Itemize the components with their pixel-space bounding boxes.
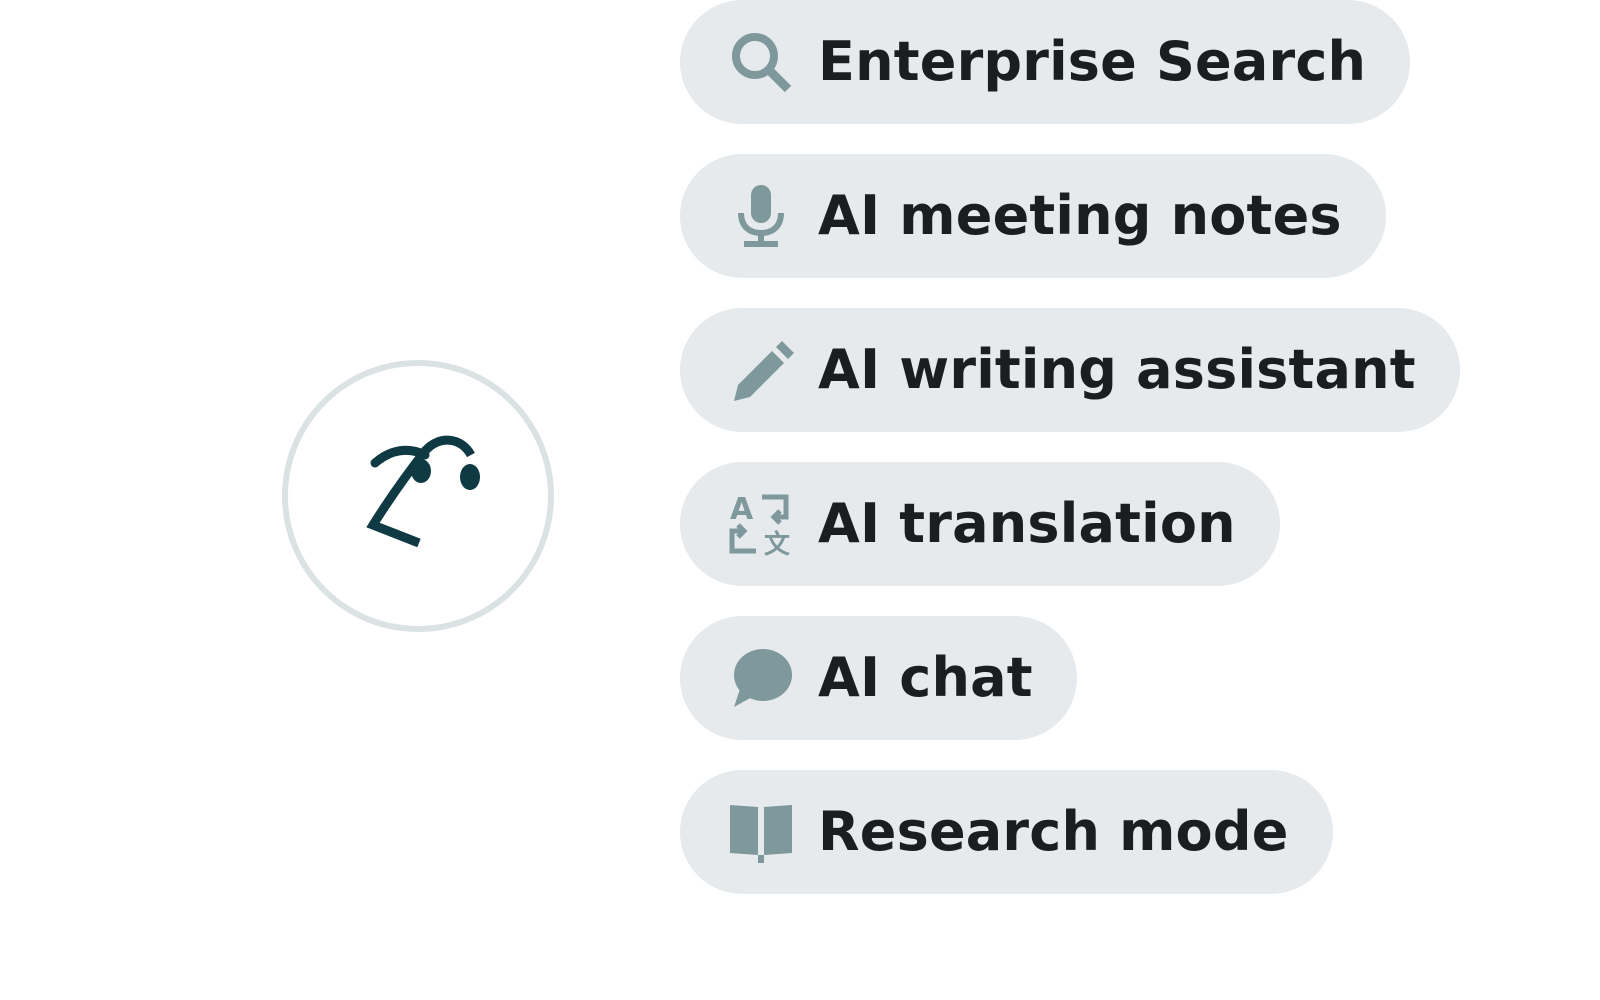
search-icon xyxy=(728,29,794,95)
feature-ai-writing-assistant[interactable]: AI writing assistant xyxy=(680,308,1460,432)
chat-bubble-icon xyxy=(728,645,794,711)
feature-label: AI meeting notes xyxy=(818,184,1342,247)
feature-research-mode[interactable]: Research mode xyxy=(680,770,1333,894)
feature-label: AI writing assistant xyxy=(818,338,1416,401)
feature-ai-translation[interactable]: A 文 AI translation xyxy=(680,462,1280,586)
feature-ai-meeting-notes[interactable]: AI meeting notes xyxy=(680,154,1386,278)
microphone-icon xyxy=(728,183,794,249)
feature-label: Research mode xyxy=(818,800,1289,863)
svg-text:文: 文 xyxy=(764,529,791,557)
face-logo-icon xyxy=(366,435,480,548)
feature-label: AI translation xyxy=(818,492,1236,555)
feature-list: Enterprise Search AI meeting notes xyxy=(680,0,1580,924)
translate-icon: A 文 xyxy=(728,491,794,557)
feature-ai-chat[interactable]: AI chat xyxy=(680,616,1077,740)
book-icon xyxy=(728,799,794,865)
feature-label: AI chat xyxy=(818,646,1033,709)
pencil-icon xyxy=(728,337,794,403)
svg-text:A: A xyxy=(730,492,754,527)
feature-enterprise-search[interactable]: Enterprise Search xyxy=(680,0,1411,124)
avatar xyxy=(282,360,554,632)
feature-label: Enterprise Search xyxy=(818,30,1367,93)
